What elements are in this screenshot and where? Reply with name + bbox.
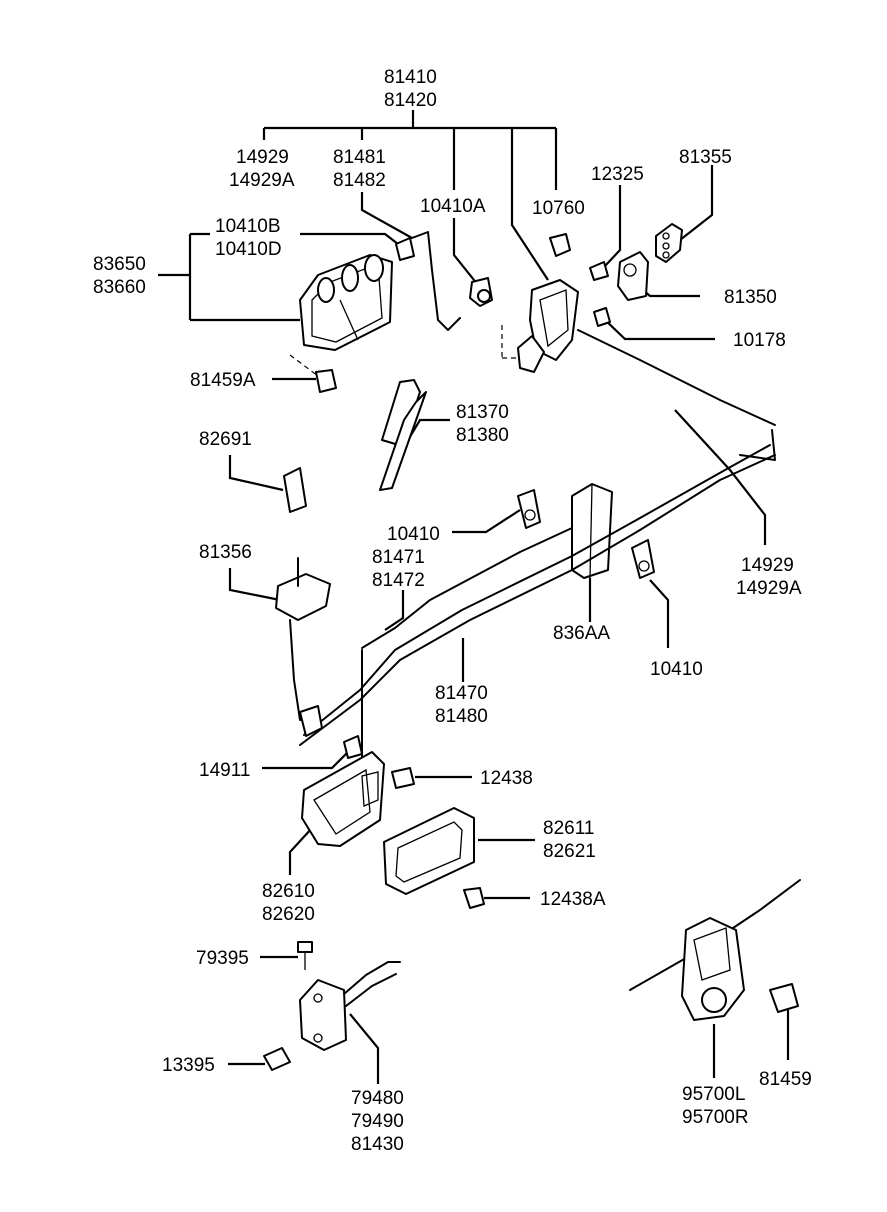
label-81459: 81459: [759, 1069, 812, 1090]
label-836AA: 836AA: [553, 623, 610, 644]
part-81481-rod: [395, 231, 461, 331]
label-81350: 81350: [724, 287, 777, 308]
part-81459-bolt: [769, 983, 799, 1013]
label-81355: 81355: [679, 147, 732, 168]
part-10410A-clip: [469, 277, 493, 307]
label-14929: 14929: [236, 147, 289, 168]
label-14929A: 14929A: [229, 170, 295, 191]
part-79395-bolt: [297, 941, 313, 970]
part-836AA-block: [571, 483, 613, 579]
part-82611-bezel: [383, 807, 475, 895]
part-12438-screw: [391, 767, 415, 789]
label-10410-left: 10410: [387, 524, 440, 545]
part-81370-channel: [379, 379, 427, 491]
label-12438A: 12438A: [540, 889, 606, 910]
part-12325-screw: [589, 261, 609, 281]
label-81410: 81410: [384, 67, 437, 88]
part-number-labels: 81410 81420 14929 14929A 81481 81482 104…: [93, 67, 812, 1155]
label-81370: 81370: [456, 402, 509, 423]
label-82610: 82610: [262, 881, 315, 902]
label-81481: 81481: [333, 147, 386, 168]
label-82620: 82620: [262, 904, 315, 925]
part-10410-clip-right: [631, 539, 655, 579]
part-79480-checker: [299, 961, 401, 1051]
label-81482: 81482: [333, 170, 386, 191]
label-95700R: 95700R: [682, 1107, 749, 1128]
part-10760-grommet: [549, 233, 571, 257]
part-81350-striker: [617, 251, 649, 301]
part-14911-clip: [343, 735, 363, 759]
label-82611: 82611: [543, 818, 594, 839]
part-12438A-screw: [463, 887, 485, 909]
part-81459A-bolt: [315, 369, 337, 393]
label-14911: 14911: [199, 760, 250, 781]
label-13395: 13395: [162, 1055, 215, 1076]
label-95700L: 95700L: [682, 1084, 745, 1105]
label-81430: 81430: [351, 1134, 404, 1155]
label-12438: 12438: [480, 768, 533, 789]
label-14929A-right: 14929A: [736, 578, 802, 599]
leader-lines: [158, 110, 790, 1084]
label-10760: 10760: [532, 198, 585, 219]
label-81480: 81480: [435, 706, 488, 727]
part-83650-outer-handle: [289, 254, 393, 377]
label-81380: 81380: [456, 425, 509, 446]
part-81356-rod: [275, 557, 331, 737]
part-13395-bolt: [263, 1047, 291, 1071]
part-10178-screw: [593, 307, 611, 327]
part-95700-actuator: [629, 879, 801, 1021]
part-82691-clip: [283, 467, 307, 513]
label-14929-right: 14929: [741, 555, 794, 576]
label-83650: 83650: [93, 254, 146, 275]
label-81459A: 81459A: [190, 370, 256, 391]
label-82621: 82621: [543, 841, 596, 862]
label-10410A: 10410A: [420, 196, 486, 217]
label-79490: 79490: [351, 1111, 404, 1132]
part-81410-latch: [501, 279, 776, 426]
part-82610-inside-handle: [301, 751, 385, 847]
label-10410-right: 10410: [650, 659, 703, 680]
label-10410B: 10410B: [215, 216, 281, 237]
label-81420: 81420: [384, 90, 437, 111]
label-83660: 83660: [93, 277, 146, 298]
label-79480: 79480: [351, 1088, 404, 1109]
label-81470: 81470: [435, 683, 488, 704]
label-82691: 82691: [199, 429, 252, 450]
label-81356: 81356: [199, 542, 252, 563]
label-10410D: 10410D: [215, 239, 282, 260]
label-10178: 10178: [733, 330, 786, 351]
part-81470-rods: [299, 429, 776, 761]
label-79395: 79395: [196, 948, 249, 969]
label-12325: 12325: [591, 164, 644, 185]
label-81471: 81471: [372, 547, 425, 568]
label-81472: 81472: [372, 570, 425, 591]
part-81355-shim: [655, 223, 683, 263]
part-10410-clip-left: [517, 489, 541, 529]
